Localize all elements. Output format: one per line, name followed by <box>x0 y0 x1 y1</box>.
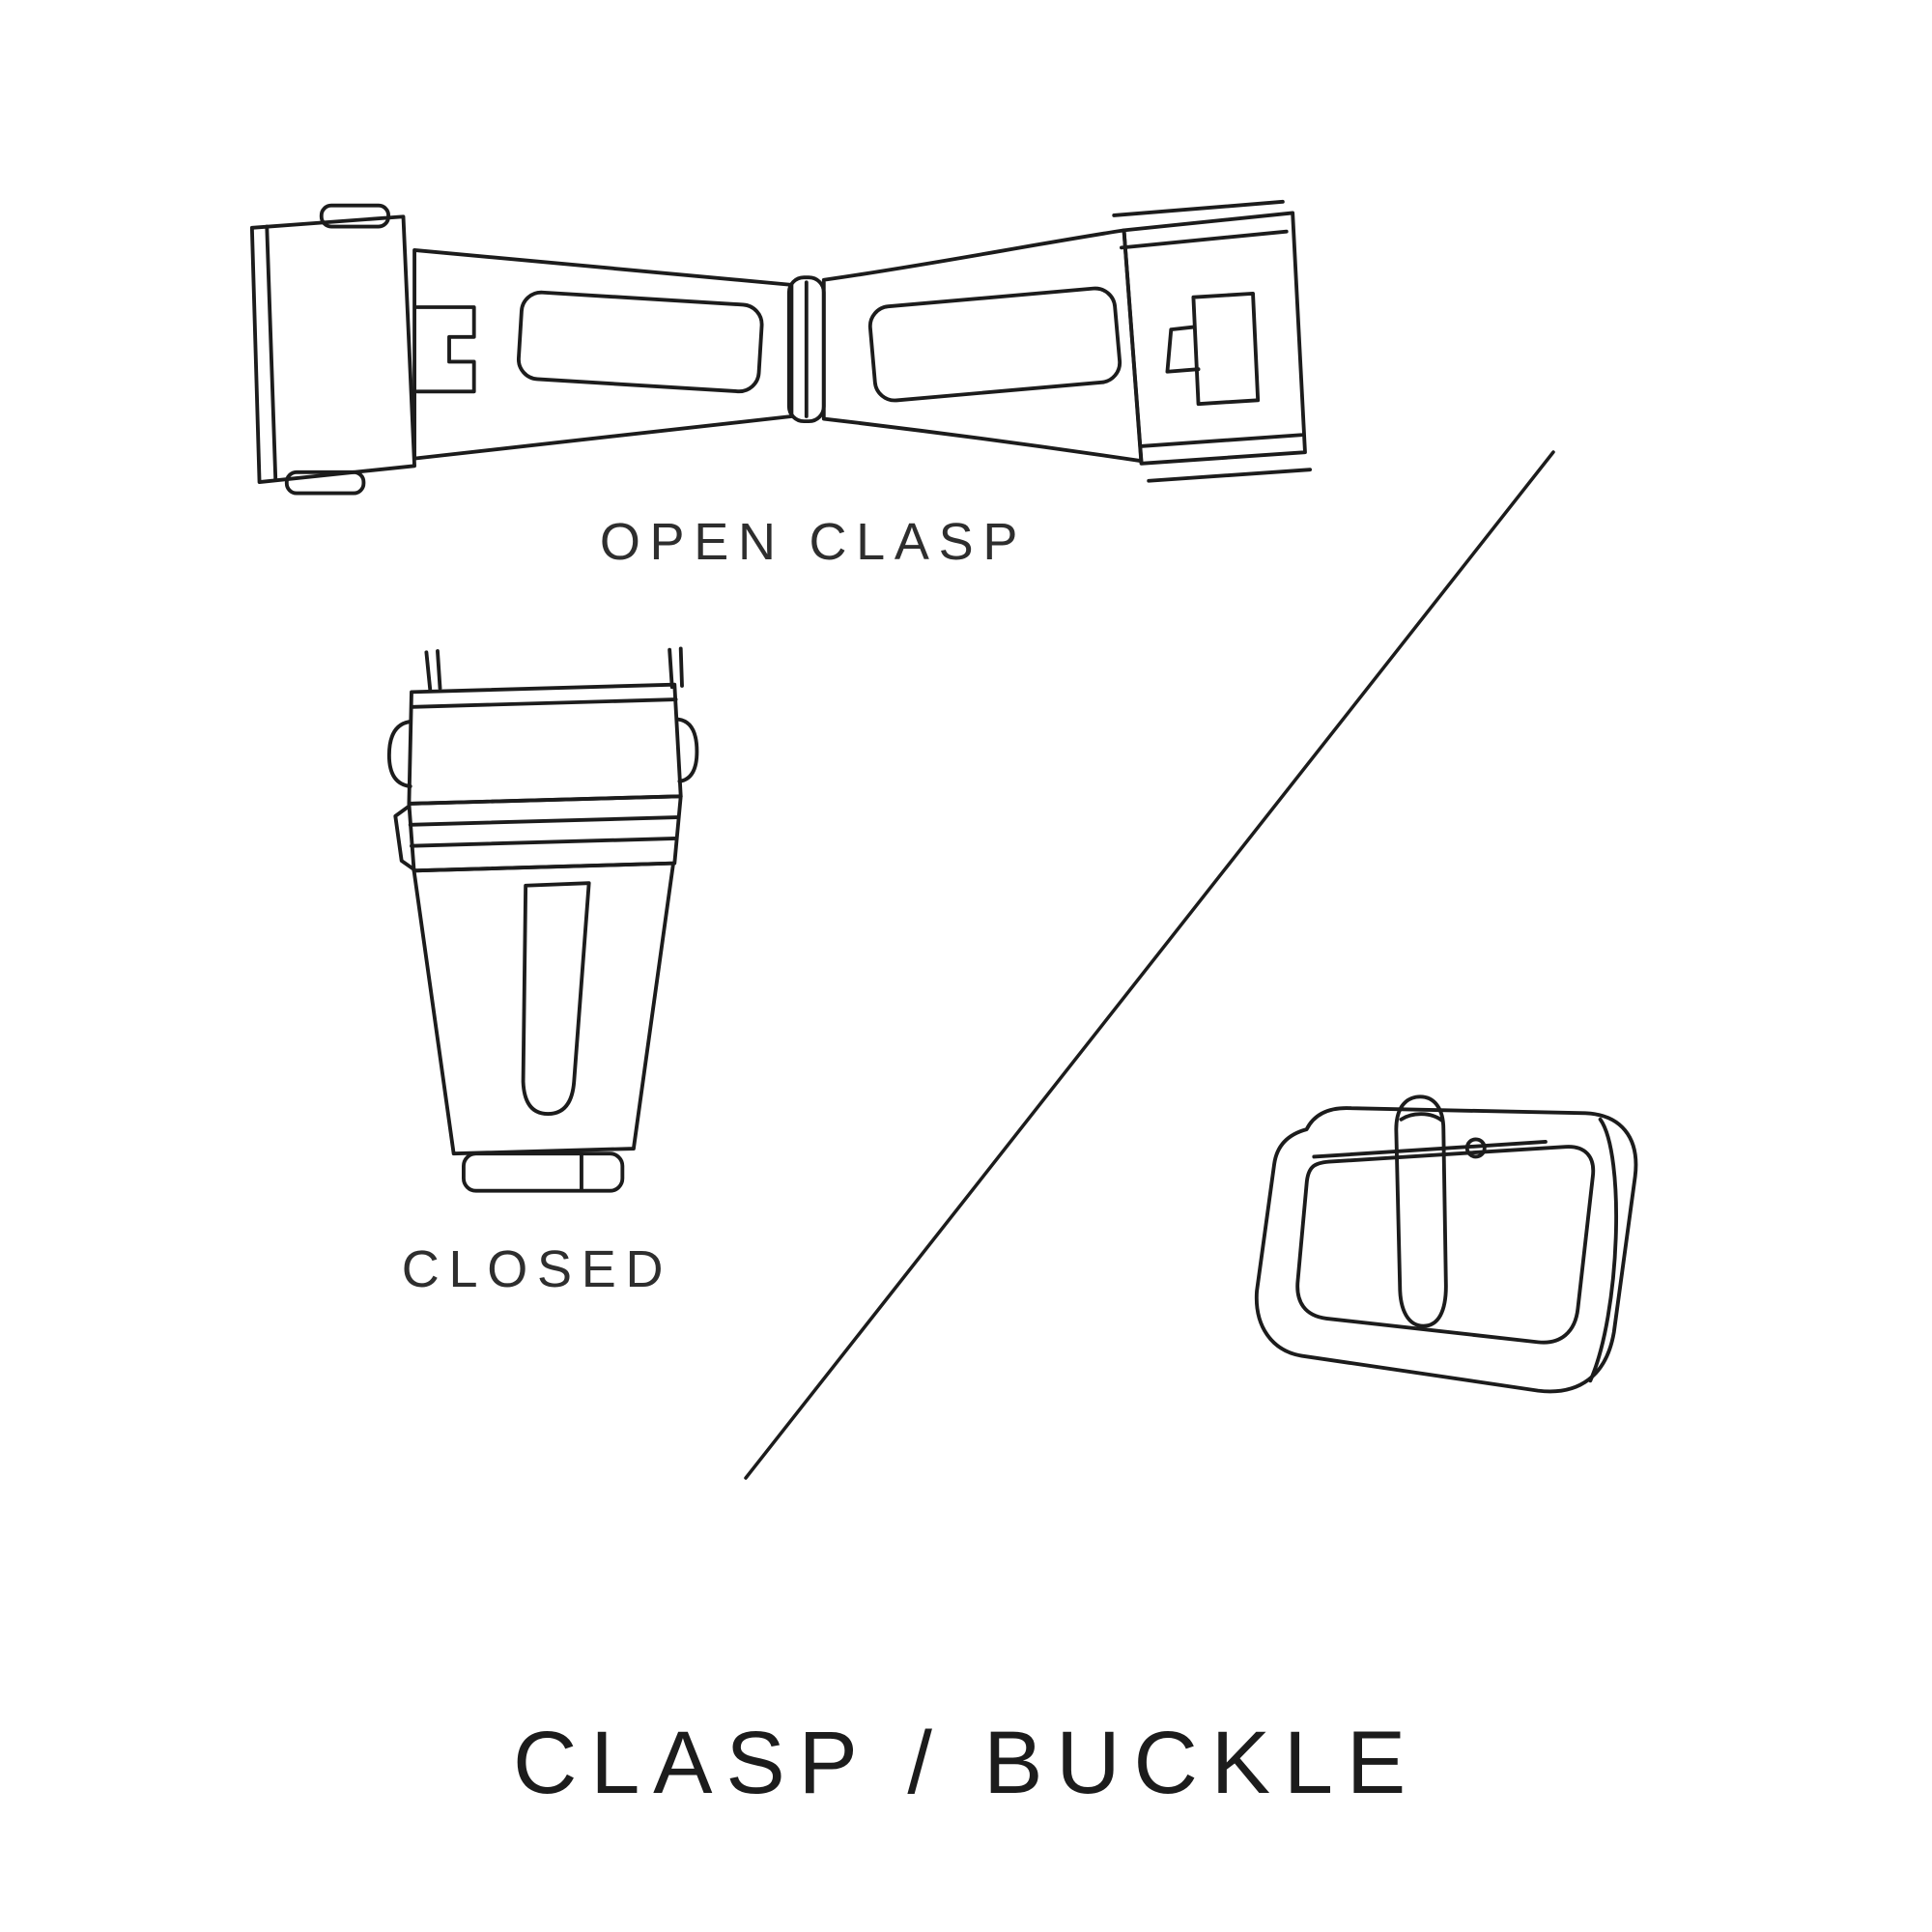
open-clasp-label: OPEN CLASP <box>599 513 1028 571</box>
closed-clasp-label: CLOSED <box>401 1240 673 1298</box>
open-clasp-left-end-block <box>249 203 476 496</box>
open-clasp-illustration <box>249 199 1313 496</box>
closed-clasp-top-block <box>386 682 699 806</box>
closed-clasp-body <box>412 861 675 1156</box>
closed-clasp-hinge-band <box>393 794 683 873</box>
buckle-illustration <box>1254 1094 1638 1394</box>
closed-clasp-prongs <box>424 646 684 692</box>
diagram-title: CLASP / BUCKLE <box>512 1714 1420 1812</box>
open-clasp-right-blade <box>821 228 1144 464</box>
buckle-pin-bar <box>1312 1137 1548 1159</box>
diagonal-divider-line <box>744 450 1555 1480</box>
closed-clasp-foot <box>462 1151 625 1193</box>
open-clasp-left-blade <box>412 248 794 461</box>
buckle-frame <box>1254 1106 1638 1394</box>
buckle-tongue <box>1394 1094 1448 1328</box>
open-clasp-right-end-block <box>1112 199 1313 483</box>
open-clasp-center-hinge <box>786 275 826 424</box>
closed-clasp-illustration <box>386 646 699 1193</box>
